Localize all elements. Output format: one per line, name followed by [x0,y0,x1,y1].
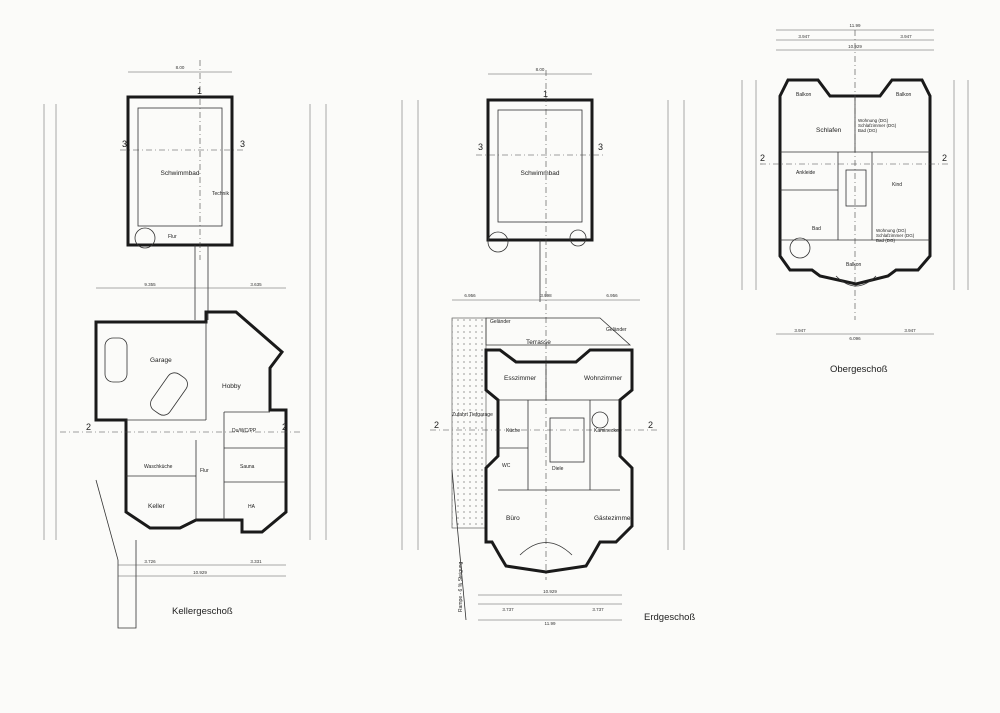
erd-room-wohnzimmer: Wohnzimmer [584,375,623,382]
keller-marker-1: 1 [197,86,202,96]
erd-marker-2-left: 2 [434,420,439,430]
erd-driveway-hatch [451,317,487,529]
erd-kamin-corner [591,411,609,429]
erd-spiral-stair [487,231,509,253]
keller-car-2 [150,372,188,416]
keller-title: Kellergeschoß [172,606,233,617]
ober-room-balkon-bottom: Balkon [846,262,862,268]
obergeschoss-plan: 2 2 Balkon Balkon Schlafen Wohnung (DG) … [741,23,969,375]
erd-room-wc: WC [502,463,511,469]
erd-ramp-line [451,469,467,621]
ober-marker-2-right: 2 [942,153,947,163]
keller-spiral-stair [134,227,156,249]
erd-dim-wide-c: 6.956 [606,293,618,298]
ober-title: Obergeschoß [830,364,888,375]
erd-room-kaminecke: Kaminecke [594,428,619,434]
erd-outline [484,348,634,574]
ober-room-kind: Kind [892,182,902,188]
keller-room-ha: HA [248,504,256,510]
keller-room-hobby: Hobby [222,383,242,390]
erd-label-rampe: Rampe - 6 % Steigung [458,561,464,612]
erd-room-kueche: Küche [506,428,520,434]
ober-room-balkon-right: Balkon [896,92,912,98]
erd-dim-bottom-a: 3.737 [502,607,514,612]
ober-room-wohnung-bottom-box: Wohnung (DG) Schlafzimmer (DG) Bad (DG) [876,228,915,243]
keller-marker-2-left: 2 [86,422,91,432]
erd-dim-bottom-b: 3.737 [592,607,604,612]
erd-marker-3-left: 3 [478,142,483,152]
keller-room-schwimmbad: Schwimmbad [160,170,199,177]
keller-room-sauna: Sauna [240,464,255,470]
ober-room-ankleide: Ankleide [796,170,815,176]
erd-stair-block [549,417,585,463]
ober-room-wohnung-top-box: Wohnung (DG) Schlafzimmer (DG) Bad (DG) [858,118,897,133]
keller-ramp [95,479,137,629]
erd-room-diele: Diele [552,466,564,472]
keller-dim-mid-b: 3.635 [250,282,262,287]
keller-marker-2-right: 2 [282,422,287,432]
erd-dim-wide-a: 6.956 [464,293,476,298]
erd-round-tower [569,229,587,247]
erd-dim-overall: 11.99 [545,621,556,626]
ober-room-bad: Bad [812,226,821,232]
ober-room-wohnung-top: Wohnung (DG) Schlafzimmer (DG) Bad (DG) [858,118,897,133]
keller-dim-bottom-b: 3.331 [250,559,262,564]
ober-dim-sub: 10.929 [848,44,862,49]
keller-dim-top: 8.00 [176,65,185,70]
ober-room-wohnung-bottom: Wohnung (DG) Schlafzimmer (DG) Bad (DG) [876,228,915,243]
erd-pool-basin [497,109,583,223]
keller-pool-basin [137,107,223,227]
erd-room-buero: Büro [506,515,520,522]
keller-room-flur: Flur [200,468,209,474]
erd-marker-2-right: 2 [648,420,653,430]
keller-dim-bottom-total: 10.929 [193,570,207,575]
ober-balcony-curve [835,275,877,287]
ober-bath-tub [789,237,811,259]
erd-bay-stair [519,542,573,556]
ober-dim-top-a: 3.947 [798,34,810,39]
erd-label-gelaender-left: Geländer [490,319,511,325]
erd-dim-top: 8.00 [536,67,545,72]
erd-room-schwimmbad: Schwimmbad [520,170,559,177]
ober-dim-bottom-a: 3.947 [794,328,806,333]
ober-outline [778,78,932,286]
erd-dim-wide-b: 3.998 [540,293,552,298]
erd-marker-3-right: 3 [598,142,603,152]
ober-dim-bottom-b: 3.947 [904,328,916,333]
ober-room-balkon-left: Balkon [796,92,812,98]
ober-marker-2-left: 2 [760,153,765,163]
keller-marker-3-left: 3 [122,139,127,149]
kellergeschoss-plan: 1 3 3 Schwimmbad Technik Flur 2 2 Garage… [43,60,327,629]
keller-room-flur-pool: Flur [168,234,177,240]
keller-pool-walls [126,95,234,247]
keller-marker-3-right: 3 [240,139,245,149]
erd-label-zufahrt: Zufahrt Tiefgarage [452,412,493,418]
ober-stair [845,169,867,207]
ober-room-schlafen: Schlafen [816,127,842,134]
keller-outline [94,310,288,534]
erd-room-terrasse: Terrasse [526,339,551,346]
erd-room-esszimmer: Esszimmer [504,375,537,382]
erd-marker-1: 1 [543,89,548,99]
ober-dim-bottom: 6.096 [849,336,861,341]
erd-title: Erdgeschoß [644,612,695,623]
erd-dim-bottom-total: 10.929 [543,589,557,594]
keller-room-keller: Keller [148,503,165,510]
ober-dim-top: 11.99 [850,23,861,28]
erdgeschoss-plan: 1 3 3 Schwimmbad Terrasse Geländer Gelän… [401,67,695,626]
keller-dim-bottom-a: 3.726 [144,559,156,564]
keller-room-technik: Technik [212,191,229,197]
keller-room-garage: Garage [150,357,172,364]
keller-car-1 [104,337,128,383]
keller-room-waschkueche: Waschküche [144,464,173,470]
erd-label-gelaender-right: Geländer [606,327,627,333]
erd-room-gaestezimmer: Gästezimmer [594,515,633,522]
keller-room-dusche: Du/WC/PP [232,428,257,434]
keller-dim-mid-a: 9.355 [144,282,156,287]
ober-dim-top-b: 3.947 [900,34,912,39]
